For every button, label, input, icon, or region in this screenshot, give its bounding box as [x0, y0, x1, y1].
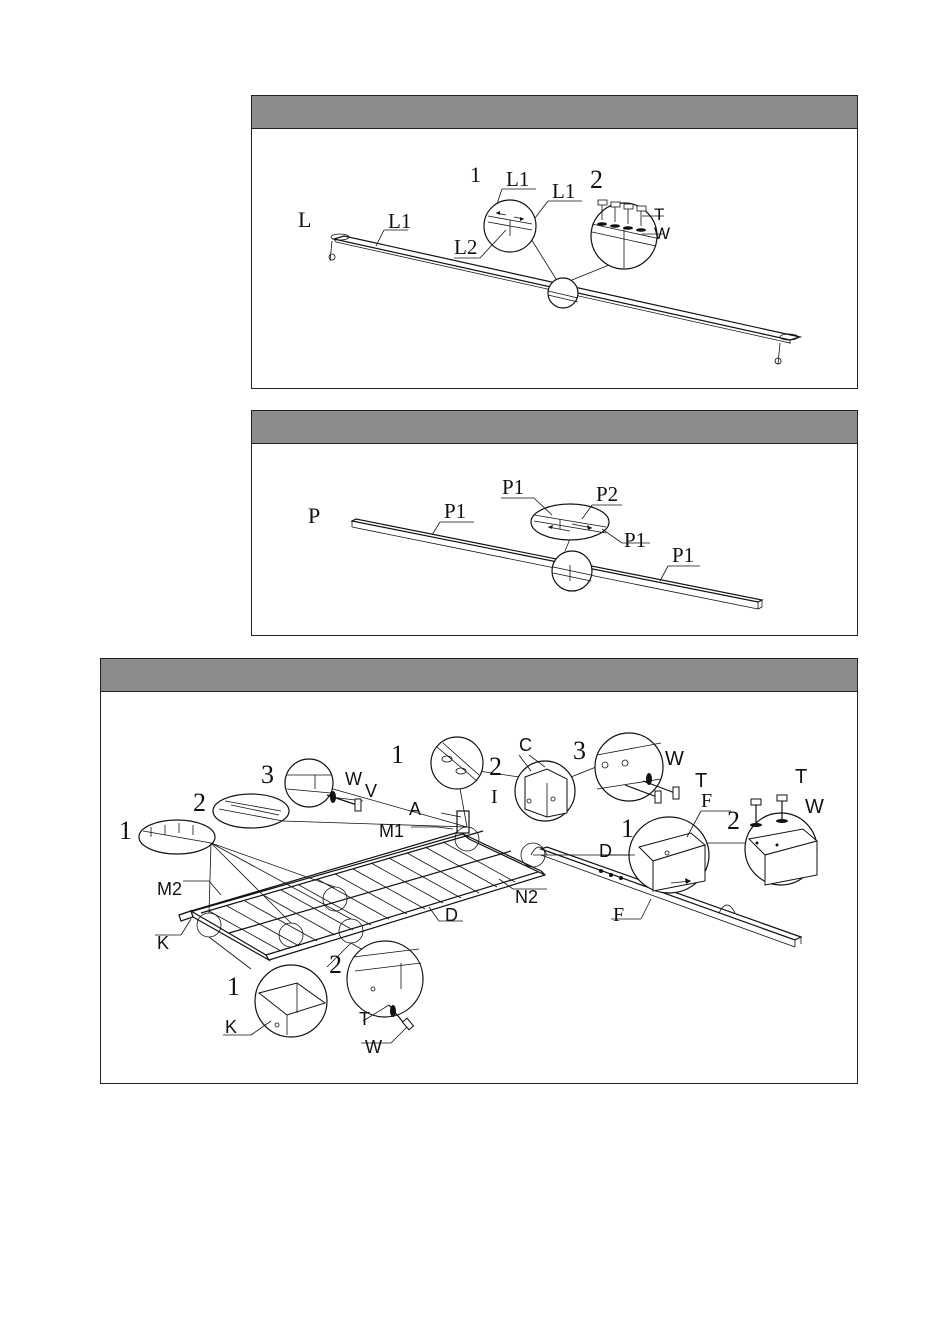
label-d-rail: D	[445, 905, 458, 925]
step-rail-1: 1	[227, 972, 240, 1001]
panel-rail-l: L L1 1 L1 L1 L2 2 T W	[251, 95, 858, 389]
label-k-detail: K	[225, 1017, 237, 1037]
label-p1-end: P1	[672, 543, 694, 567]
label-l1-main: L1	[388, 209, 411, 233]
label-i: I	[491, 786, 498, 808]
label-t: T	[654, 205, 664, 224]
step-slat-2: 2	[193, 788, 206, 817]
detail-1-joint	[484, 200, 536, 252]
step-joint-1: 1	[391, 740, 404, 769]
label-c: C	[519, 735, 532, 755]
panel-rail-p: P P1 P1 P2 P1 P1	[251, 410, 858, 636]
label-l1-right: L1	[552, 179, 575, 203]
label-f-detail: F	[701, 790, 712, 812]
rail-p-diagram: P P1 P1 P2 P1 P1	[252, 411, 859, 637]
label-d-detail: D	[599, 841, 612, 861]
step-slat-3: 3	[261, 760, 274, 789]
screw-icon	[327, 791, 361, 811]
label-v: V	[365, 781, 377, 801]
detail-foot-1	[629, 817, 709, 893]
step-1: 1	[470, 162, 481, 187]
label-w: W	[654, 224, 670, 243]
detail-slat-2	[213, 794, 289, 828]
step-foot-2: 2	[727, 806, 740, 835]
label-w-f: W	[805, 796, 824, 818]
step-2: 2	[590, 165, 603, 194]
joint-highlight-circle	[548, 278, 578, 308]
detail-rail-2	[347, 941, 423, 1017]
step-joint-2: 2	[489, 752, 502, 781]
label-t-k: T	[359, 1009, 370, 1029]
detail-slat-3	[285, 759, 333, 807]
part-letter-p: P	[308, 503, 320, 528]
label-m2: M2	[157, 879, 182, 899]
step-joint-3: 3	[573, 736, 586, 765]
bed-frame	[179, 811, 545, 960]
label-t-f: T	[795, 766, 807, 788]
label-p1-main: P1	[444, 499, 466, 523]
label-l1-left: L1	[506, 167, 529, 191]
label-p1-left: P1	[502, 475, 524, 499]
detail-slat-1	[139, 820, 215, 854]
step-foot-1: 1	[621, 814, 634, 843]
detail-joint	[531, 504, 609, 540]
label-t-c: T	[695, 770, 707, 792]
detail-joint-3	[595, 733, 663, 801]
label-p1-right: P1	[624, 528, 646, 552]
part-letter-l: L	[298, 207, 311, 232]
label-w-k: W	[365, 1037, 382, 1057]
rail-l-diagram: L L1 1 L1 L1 L2 2 T W	[252, 96, 859, 390]
label-k-left: K	[157, 933, 169, 953]
label-w-v: W	[345, 769, 362, 789]
detail-joint-2	[515, 761, 575, 821]
label-l2: L2	[454, 235, 477, 259]
panel-frame-assembly: 1 2 C I 3 W T 3 W V 2 1 A M1 M2 K D N2 D…	[100, 658, 858, 1084]
detail-joint-1	[431, 737, 483, 789]
label-n2: N2	[515, 887, 538, 907]
frame-assembly-diagram: 1 2 C I 3 W T 3 W V 2 1 A M1 M2 K D N2 D…	[101, 659, 859, 1085]
label-w-c: W	[665, 748, 684, 770]
step-slat-1: 1	[119, 816, 132, 845]
label-m1: M1	[379, 821, 404, 841]
step-rail-2: 2	[329, 950, 342, 979]
label-f-rail: F	[613, 904, 624, 926]
label-a: A	[409, 799, 421, 819]
detail-rail-1	[255, 965, 327, 1037]
detail-2-screws	[591, 200, 657, 269]
label-p2: P2	[596, 482, 618, 506]
